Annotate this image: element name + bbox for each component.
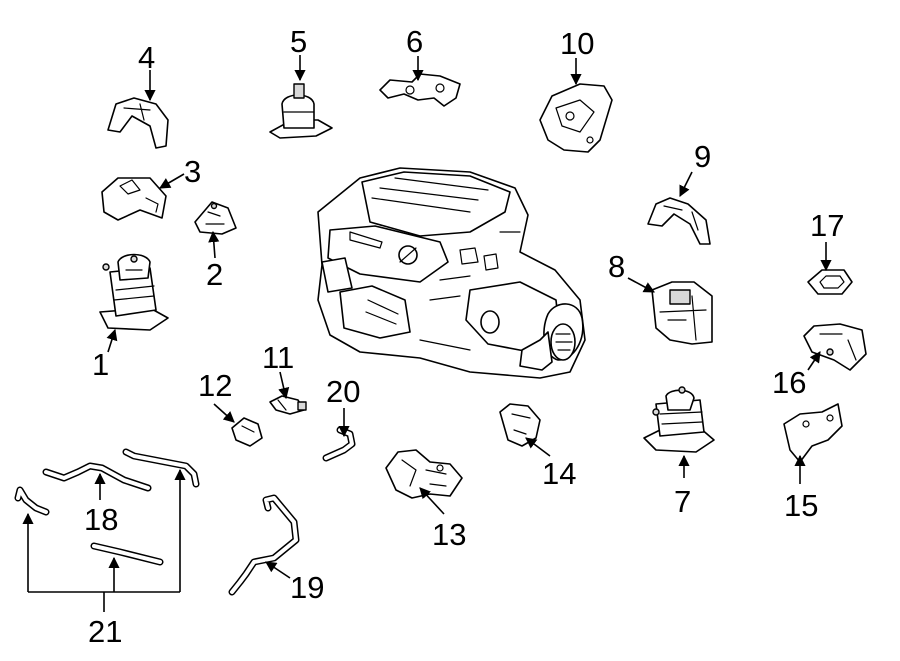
part-9-mount-bracket (647, 197, 711, 245)
part-5-upper-mount (269, 83, 333, 139)
callout-5: 5 (290, 24, 307, 59)
part-21-hose-set (14, 448, 200, 566)
callout-1: 1 (92, 347, 109, 382)
part-7-lower-mount (643, 386, 715, 453)
callout-6: 6 (406, 24, 423, 59)
part-1-engine-mount (99, 253, 169, 331)
part-12-sensor (231, 417, 263, 447)
callout-7: 7 (674, 484, 691, 519)
part-3-mount-cover (101, 177, 167, 221)
part-13-mount-bracket (385, 449, 463, 499)
part-14-mount-bracket (499, 403, 541, 447)
callout-21: 21 (88, 614, 122, 649)
part-15-mount-stay (783, 403, 843, 463)
part-11-solenoid (269, 395, 307, 415)
callout-15: 15 (784, 488, 818, 523)
callout-10: 10 (560, 26, 594, 61)
part-8-transmission-mount (651, 281, 713, 345)
callout-9: 9 (694, 139, 711, 174)
callout-2: 2 (206, 257, 223, 292)
part-6-mount-stay (379, 73, 461, 107)
callout-21-bracket (22, 468, 186, 612)
callout-16: 16 (772, 365, 806, 400)
callout-3: 3 (184, 154, 201, 189)
part-18-vacuum-tube (42, 462, 152, 492)
callout-12: 12 (198, 368, 232, 403)
part-17-stopper (807, 269, 853, 295)
callout-4: 4 (138, 40, 155, 75)
callout-20: 20 (326, 374, 360, 409)
callout-11: 11 (262, 340, 294, 375)
engine-assembly (317, 167, 586, 379)
callout-17: 17 (810, 208, 844, 243)
part-10-mount-bracket (539, 83, 613, 153)
part-19-vacuum-hose (228, 494, 300, 596)
part-20-hose (322, 426, 356, 462)
callout-18: 18 (84, 502, 118, 537)
callout-8: 8 (608, 249, 625, 284)
callout-13: 13 (432, 517, 466, 552)
part-4-mount-bracket (107, 97, 169, 149)
callout-14: 14 (542, 456, 576, 491)
part-2-mount-bracket (194, 201, 237, 235)
callout-19: 19 (290, 570, 324, 605)
